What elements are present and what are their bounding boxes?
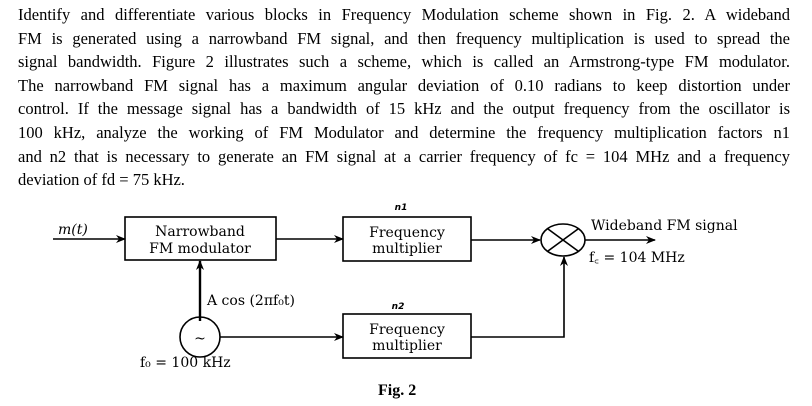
multiplier2-label: multiplier: [372, 338, 442, 354]
question-line: 100 kHz, analyze the working of FM Modul…: [18, 122, 790, 142]
carrier-label: A cos (2πf₀t): [206, 293, 295, 309]
question-line: deviation of fd = 75 kHz.: [18, 170, 185, 190]
oscillator-freq-label: f₀ = 100 kHz: [140, 355, 231, 371]
multiplier1-box: [342, 216, 472, 262]
n1-label: n1: [395, 203, 408, 213]
multiplier2-label: Frequency: [369, 322, 445, 338]
multiplier1-label: Frequency: [369, 225, 445, 241]
n2-label: n2: [392, 302, 405, 312]
question-text: Identify and differentiate various block…: [18, 3, 790, 192]
question-line: signal bandwidth. Figure 2 illustrates s…: [18, 52, 790, 72]
question-line: control. If the message signal has a ban…: [18, 99, 790, 119]
figure-caption: Fig. 2: [378, 382, 416, 399]
nbfm-label: FM modulator: [149, 241, 251, 257]
nbfm-label: Narrowband: [155, 224, 245, 240]
output-freq-label: f꜀ = 104 MHz: [589, 250, 685, 266]
output-label: Wideband FM signal: [591, 218, 738, 234]
input-label: m(t): [58, 222, 88, 238]
question-line: Identify and differentiate various block…: [18, 5, 790, 24]
oscillator-symbol: ~: [194, 331, 206, 347]
multiplier2-box: [342, 313, 472, 359]
question-line: and n2 that is necessary to generate an …: [18, 146, 790, 166]
mult2-to-mixer-line: [471, 256, 568, 338]
multiplier1-label: multiplier: [372, 241, 442, 257]
question-line: FM is generated using a narrowband FM si…: [18, 28, 790, 48]
question-line: The narrowband FM signal has a maximum a…: [18, 75, 790, 95]
